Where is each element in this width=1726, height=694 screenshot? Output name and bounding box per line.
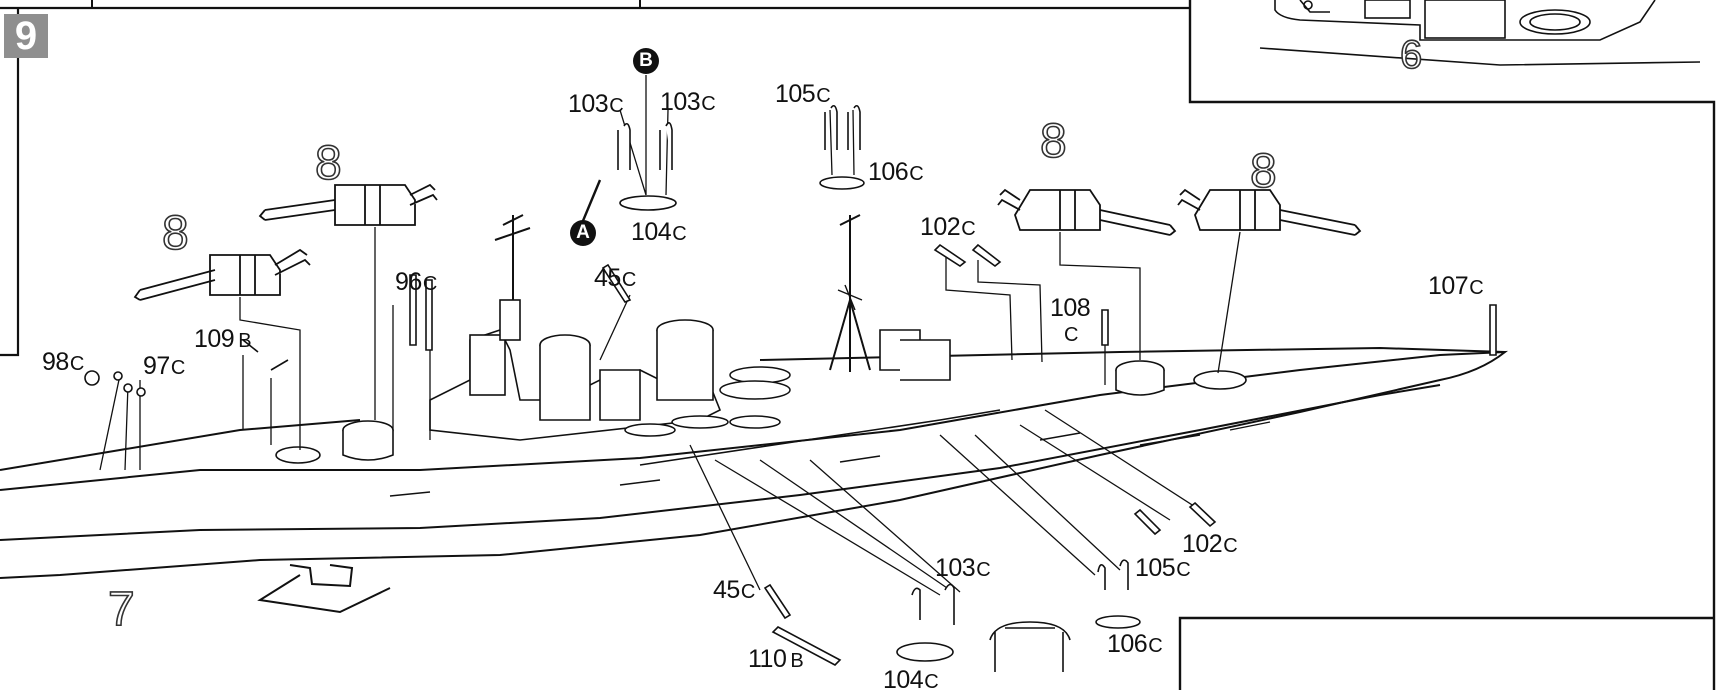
superstructure bbox=[429, 299, 951, 441]
part-110 bbox=[771, 626, 842, 666]
part-105-bot-b bbox=[1119, 559, 1129, 590]
panel-frame-inset-6 bbox=[1188, 0, 1716, 690]
small-parts bbox=[84, 104, 1497, 672]
label-104-bottom: 104C bbox=[883, 666, 939, 694]
panel-frame-inset-bottom bbox=[1178, 616, 1714, 690]
part-104-bot bbox=[896, 642, 954, 662]
label-105-top: 105C bbox=[775, 80, 831, 108]
part-103-bot-a bbox=[911, 587, 921, 620]
label-104-top: 104C bbox=[631, 218, 687, 246]
label-102-top: 102C bbox=[920, 213, 976, 241]
part-102-bot-b bbox=[1188, 501, 1217, 528]
label-103-right: 103C bbox=[660, 88, 716, 116]
label-103-left: 103C bbox=[568, 90, 624, 118]
part-103-left bbox=[617, 122, 631, 170]
part-102-top-b bbox=[971, 243, 1002, 268]
callout-step-8-left: 8 bbox=[161, 207, 189, 260]
label-96: 96C bbox=[395, 268, 437, 296]
part-102-bot-a bbox=[1133, 508, 1162, 536]
turret-third bbox=[997, 188, 1177, 236]
part-45-top bbox=[601, 263, 632, 303]
part-106-top bbox=[819, 176, 865, 190]
callout-step-6: 6 bbox=[1399, 33, 1423, 77]
part-106-bot bbox=[1095, 615, 1141, 629]
inset-6-detail bbox=[1259, 0, 1701, 66]
part-107 bbox=[1489, 304, 1497, 356]
marker-b: B bbox=[633, 48, 659, 74]
callout-step-8-third: 8 bbox=[1039, 115, 1067, 168]
part-105-right bbox=[847, 104, 861, 150]
label-105-bottom: 105C bbox=[1135, 554, 1191, 582]
part-davit-assembly bbox=[989, 621, 1071, 672]
callout-step-7: 7 bbox=[107, 583, 135, 636]
part-96-b bbox=[425, 279, 433, 351]
label-45-top: 45C bbox=[594, 264, 636, 292]
part-103-bot-b bbox=[944, 583, 955, 625]
part-109-a bbox=[242, 339, 289, 371]
callout-step-8-fourth: 8 bbox=[1249, 145, 1277, 198]
callout-step-8-second: 8 bbox=[314, 137, 342, 190]
part-105-left bbox=[824, 104, 838, 150]
part-98 bbox=[84, 370, 100, 386]
part-96-a bbox=[409, 274, 417, 346]
label-106-bottom: 106C bbox=[1107, 630, 1163, 658]
masts bbox=[494, 214, 871, 372]
leader-lines bbox=[99, 75, 1241, 596]
label-103-bottom: 103C bbox=[935, 554, 991, 582]
panel-frame-top-left bbox=[0, 6, 1190, 357]
part-105-bot-a bbox=[1097, 564, 1106, 590]
panel-divider-top bbox=[91, 0, 641, 8]
part-108 bbox=[1101, 309, 1109, 346]
barbettes bbox=[275, 360, 1247, 464]
label-45-bottom: 45C bbox=[713, 576, 755, 604]
deck-boats bbox=[624, 366, 791, 437]
label-98: 98C bbox=[42, 348, 84, 376]
turret-group bbox=[133, 183, 1362, 301]
part-102-top-a bbox=[933, 243, 967, 267]
part-103-right bbox=[659, 122, 673, 170]
label-106-top: 106C bbox=[868, 158, 924, 186]
label-107: 107C bbox=[1428, 272, 1484, 300]
part-45-bot bbox=[763, 583, 792, 620]
turret-fourth bbox=[1177, 188, 1362, 236]
turret-left bbox=[133, 248, 311, 301]
label-102-bottom: 102C bbox=[1182, 530, 1238, 558]
label-97: 97C bbox=[143, 352, 185, 380]
step-number-badge: 9 bbox=[4, 14, 48, 58]
marker-a: A bbox=[570, 220, 596, 246]
turret-second bbox=[258, 183, 438, 226]
part-104-top bbox=[619, 195, 677, 211]
